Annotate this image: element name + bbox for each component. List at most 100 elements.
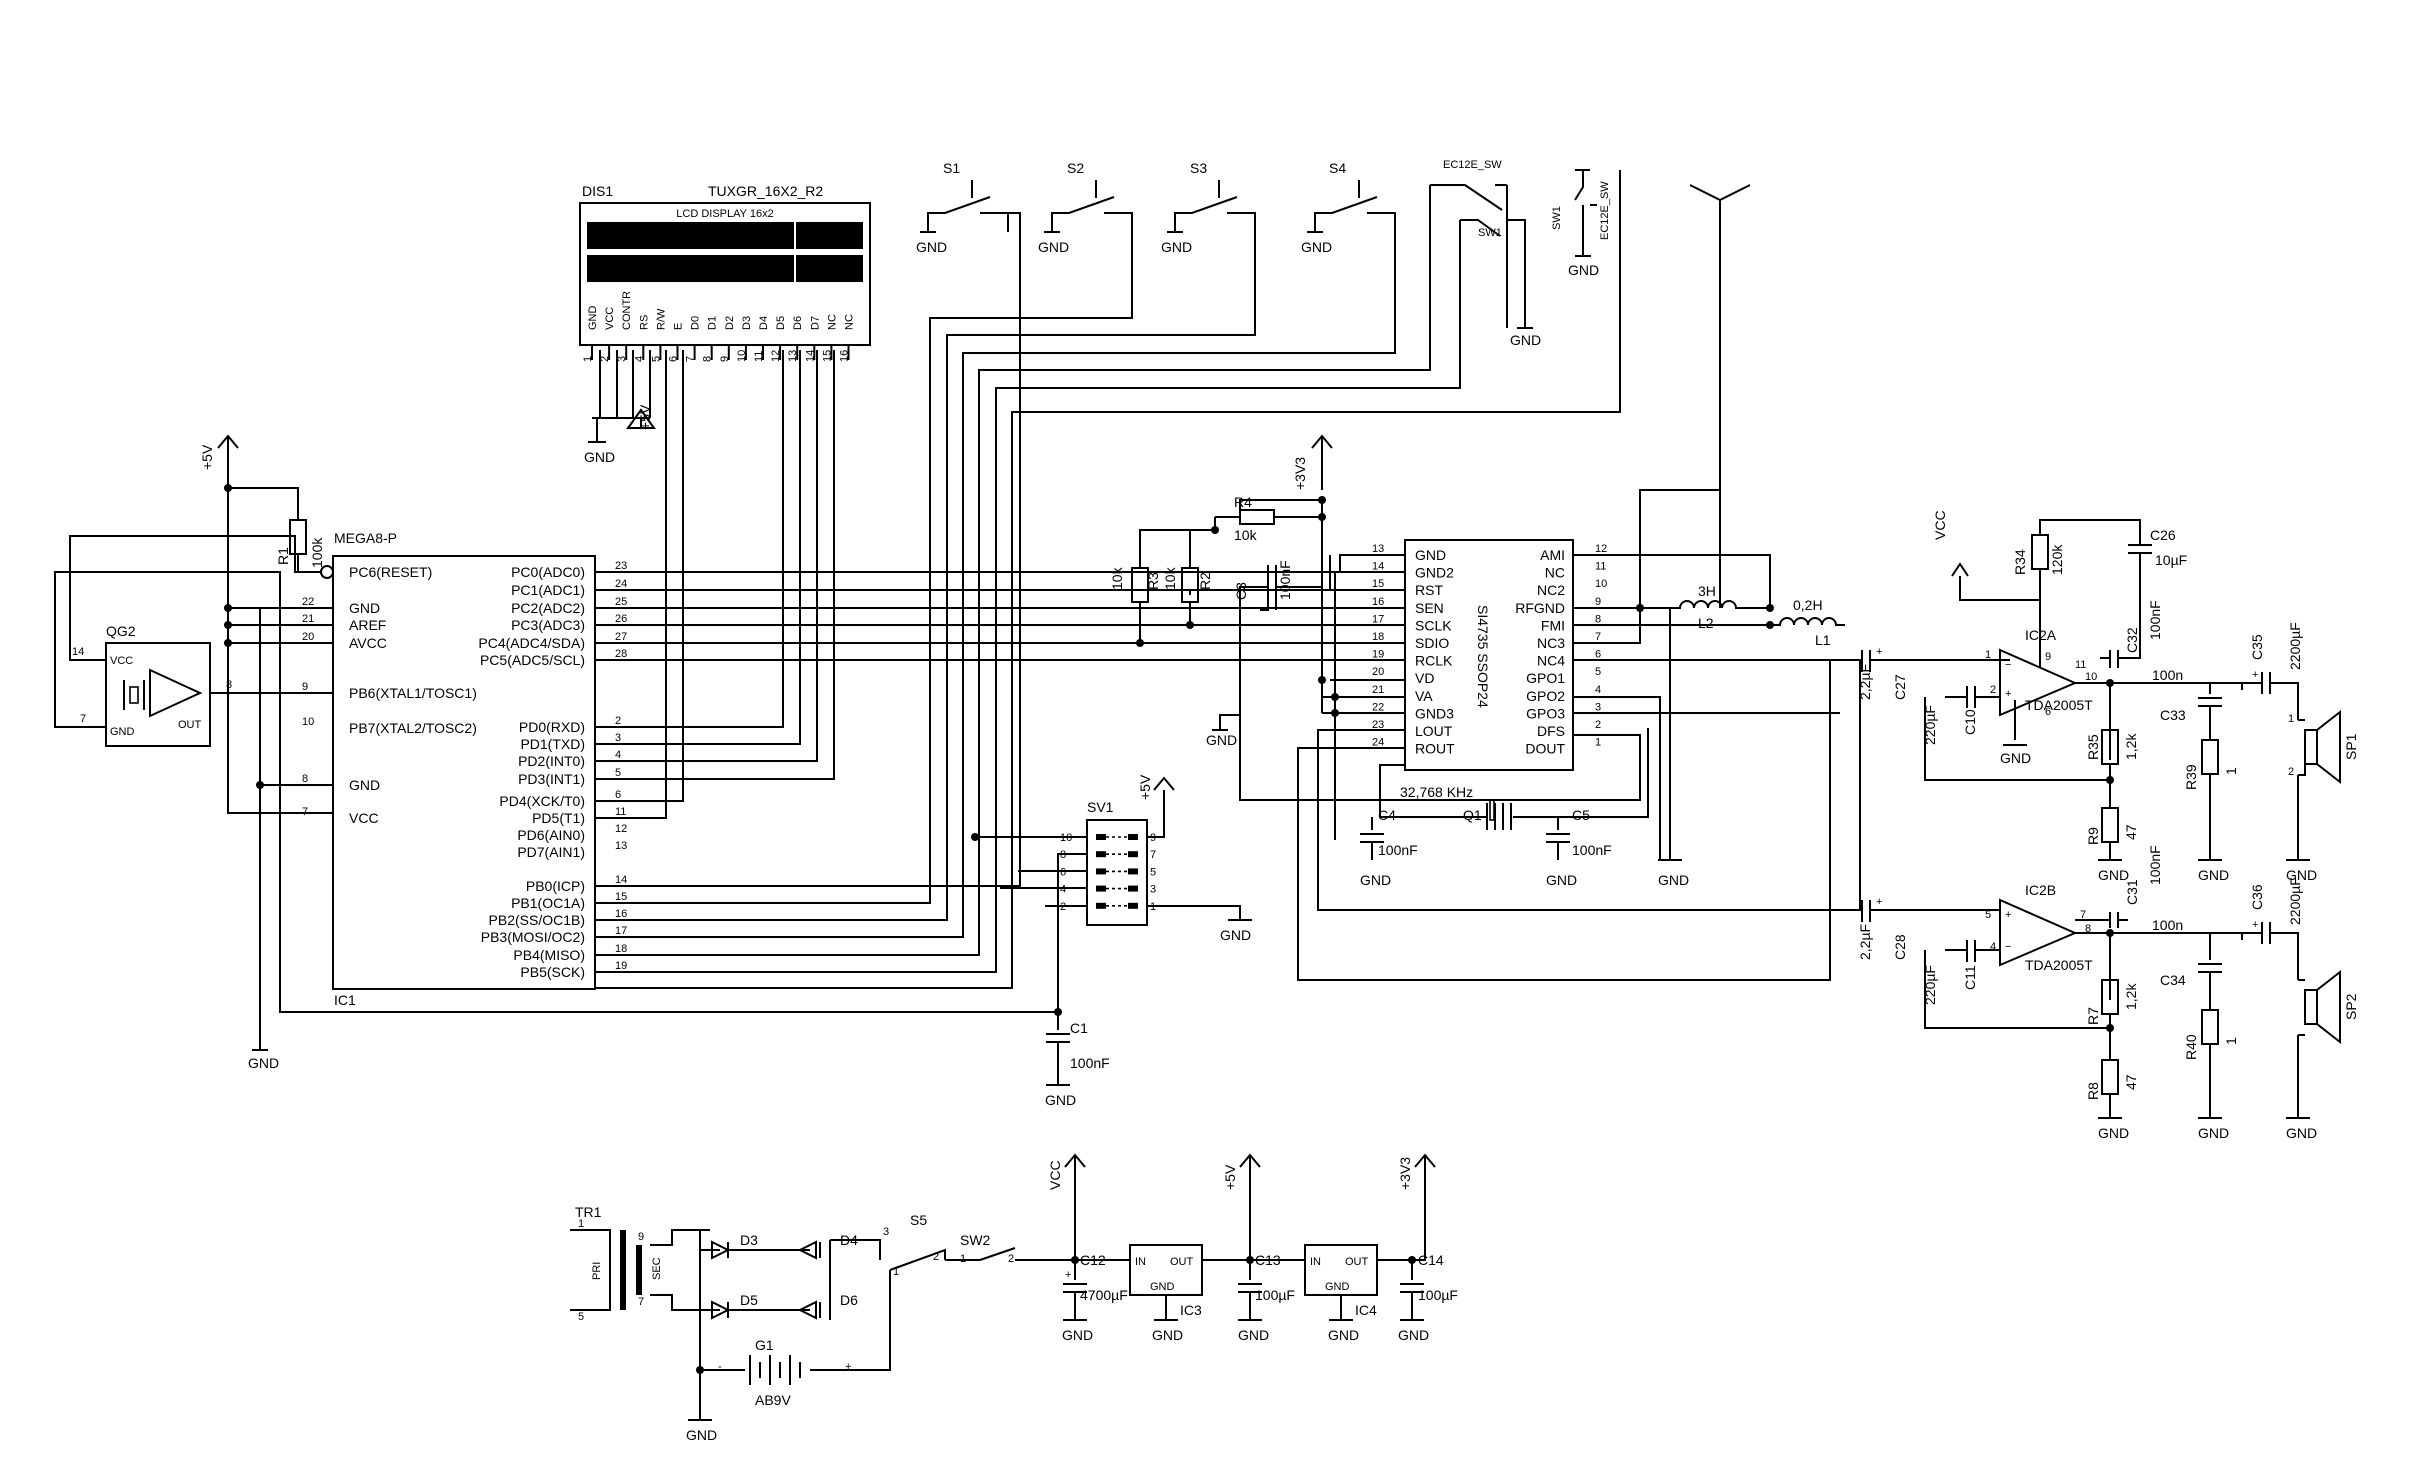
lcd-pin-number: 4	[633, 356, 645, 362]
c27-ref: C27	[1892, 674, 1908, 700]
ic1-right-pin-number: 24	[615, 578, 627, 590]
lcd-pin-label: NC	[844, 314, 856, 330]
ic2b-ref: IC2B	[2025, 882, 2056, 898]
ic4-in: IN	[1310, 1256, 1321, 1268]
g1-plus: +	[845, 1361, 851, 1373]
si-left-pin-number: 18	[1372, 631, 1384, 643]
g1-ref: G1	[755, 1337, 774, 1353]
si-left-pin-name: VA	[1415, 688, 1433, 704]
c11-ref: C11	[1962, 965, 1978, 990]
ic1-left-pin-number: 8	[302, 773, 308, 785]
c14-value: 100µF	[1418, 1287, 1458, 1303]
ic1-left-pin-number: 10	[302, 716, 314, 728]
lcd-pin-label: NC	[826, 314, 838, 330]
ic1-right-pin-number: 2	[615, 715, 621, 727]
s1-ref: S1	[943, 160, 960, 176]
si-right-pin-number: 8	[1595, 613, 1601, 625]
si-left-pin-number: 24	[1372, 737, 1384, 749]
ic1-left-pin-name: GND	[349, 777, 380, 793]
ic2a-pin11: 11	[2075, 659, 2086, 671]
sw1b-ref: SW1	[1551, 206, 1563, 230]
l2-value: 3H	[1698, 583, 1716, 599]
gnd-label-sw1b: GND	[1568, 262, 1599, 278]
r8-value: 47	[2123, 1074, 2139, 1090]
r8-ref: R8	[2085, 1082, 2101, 1100]
l2-ref: L2	[1698, 615, 1714, 631]
d6-ref: D6	[840, 1292, 858, 1308]
lcd-pin-number: 6	[668, 356, 680, 362]
ic2b-pin5: 5	[1985, 909, 1991, 921]
gnd-label-ic1: GND	[248, 1055, 279, 1071]
c33-value: 100n	[2152, 667, 2183, 683]
r35-ref: R35	[2085, 734, 2101, 760]
c32-value: 100nF	[2147, 600, 2163, 640]
s5-pin1: 1	[893, 1266, 899, 1278]
si-right-pin-name: NC2	[1537, 582, 1565, 598]
sv1-pin-right	[1128, 851, 1138, 858]
lcd-pin-label: R/W	[655, 308, 667, 330]
lcd-pin-label: CONTR	[621, 291, 633, 330]
ic1-right-pin-name: PB0(ICP)	[526, 878, 585, 894]
si-left-pin-number: 13	[1372, 543, 1384, 555]
gnd-label-sp2: GND	[2286, 1125, 2317, 1141]
ic1-ref: IC1	[334, 992, 356, 1008]
ic2b-plus: +	[2005, 909, 2011, 921]
gnd-label-c13: GND	[1238, 1327, 1269, 1343]
c14-ref: C14	[1418, 1252, 1444, 1268]
ic1-right-pin-number: 17	[615, 925, 627, 937]
gnd-label-ic3: GND	[1152, 1327, 1183, 1343]
si-right-pin-name: RFGND	[1515, 600, 1565, 616]
c13-value: 100µF	[1255, 1287, 1295, 1303]
ic2a-pin6: 6	[2045, 706, 2051, 718]
si-left-pin-name: SDIO	[1415, 635, 1449, 651]
si-right-pin-number: 6	[1595, 649, 1601, 661]
ic1-left-pin-number: 22	[302, 596, 314, 608]
sv1-ref: SV1	[1087, 799, 1114, 815]
qg2-vcc: VCC	[110, 655, 133, 667]
si-left-pin-name: SCLK	[1415, 617, 1452, 633]
radio-si4735: SI4735 SSOP24 GND13GND214RST15SEN16SCLK1…	[1239, 184, 1861, 981]
si-right-pin-name: DOUT	[1525, 741, 1565, 757]
audio-amplifier-b: + 2,2µF C28 5 4 + − IC2B TDA2005T 220µF …	[1830, 845, 2359, 1141]
si4735-ref: SI4735 SSOP24	[1475, 605, 1491, 708]
ic1-left-pin-name: GND	[349, 600, 380, 616]
c26-value: 10µF	[2155, 552, 2187, 568]
c13-ref: C13	[1255, 1252, 1281, 1268]
qg2-ref: QG2	[106, 623, 136, 639]
r4-value: 10k	[1234, 527, 1258, 543]
ic1-right-pin-number: 27	[615, 631, 627, 643]
si-right-pin-name: GPO2	[1526, 688, 1565, 704]
ic1-right-pin-name: PC3(ADC3)	[511, 617, 585, 633]
label-5v-sv1: +5V	[1137, 774, 1153, 800]
gnd-label-r9: GND	[2098, 867, 2129, 883]
si-right-pin-number: 2	[1595, 719, 1601, 731]
ic1-right-pin-name: PD4(XCK/T0)	[499, 793, 585, 809]
ic1-right-pin-name: PC0(ADC0)	[511, 564, 585, 580]
si-right-pin-name: GPO1	[1526, 670, 1565, 686]
lcd-pin-number: 9	[719, 356, 731, 362]
lcd-pin-number: 7	[685, 356, 697, 362]
c12-ref: C12	[1080, 1252, 1106, 1268]
ic1-right-pin-name: PB5(SCK)	[520, 964, 585, 980]
c5-ref: C5	[1572, 807, 1590, 823]
ic1-right-pin-number: 16	[615, 908, 627, 920]
gnd-label-r39: GND	[2198, 867, 2229, 883]
r39-ref: R39	[2183, 764, 2199, 790]
ic2a-pin1: 1	[1985, 649, 1991, 661]
lcd-pin-label: D5	[775, 316, 787, 330]
c36-value: 2200µF	[2287, 877, 2303, 925]
ic2a-minus: −	[2005, 659, 2011, 671]
c28-plus: +	[1876, 896, 1882, 908]
tr1-pin5: 5	[578, 1311, 584, 1323]
ic3-gnd: GND	[1150, 1281, 1175, 1293]
lcd-pin-label: D3	[741, 316, 753, 330]
r3-value: 10k	[1109, 566, 1125, 590]
si-right-pin-name: GPO3	[1526, 705, 1565, 721]
si-left-pin-name: GND3	[1415, 705, 1454, 721]
lcd-pin-number: 5	[650, 356, 662, 362]
audio-amplifier-a: + 2,2µF C27 1 2 − + IC2A TDA2005T 220µF …	[1840, 510, 2359, 883]
switches: S1 GND S2 GND S3 GND S4	[595, 159, 1621, 989]
s5-pin3: 3	[883, 1226, 889, 1238]
c28-value: 2,2µF	[1857, 924, 1873, 960]
ic1-right-pin-number: 19	[615, 960, 627, 972]
